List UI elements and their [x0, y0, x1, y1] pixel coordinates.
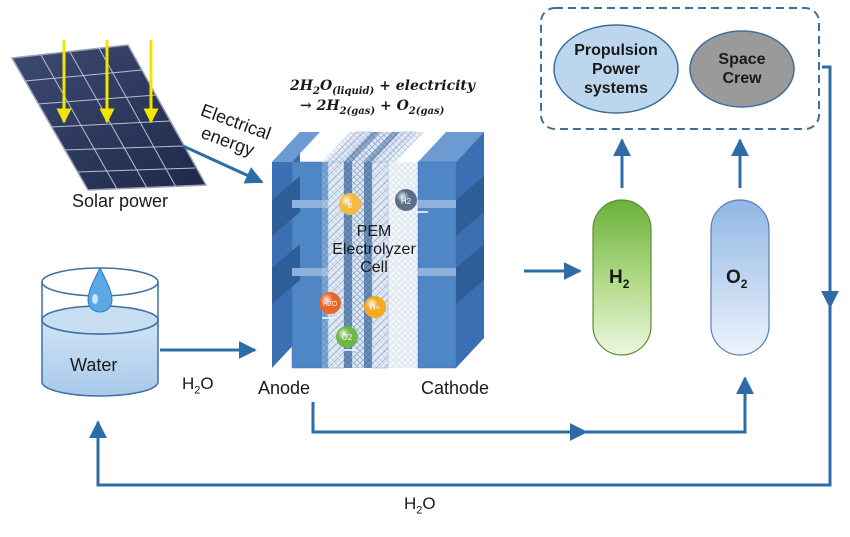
water-label: Water [70, 355, 118, 375]
svg-text:H2O: H2O [323, 301, 338, 308]
svg-text:e: e [347, 200, 352, 210]
oxygen-particle: O2 [336, 326, 358, 348]
reaction-equation-line1: 2H2O(liquid) + electricity [290, 78, 476, 97]
h2-tank-label: H2 [609, 267, 630, 291]
electrolyzer-cell [272, 131, 484, 369]
proton-particle: H+ [364, 296, 386, 318]
flow-arrows [89, 65, 839, 487]
solar-panel [10, 44, 208, 191]
h2-tank [592, 199, 652, 356]
solar-power-label: Solar power [72, 191, 169, 211]
crew-label: Space Crew [692, 50, 792, 88]
crew-line2: Crew [722, 70, 762, 87]
h2o-return-label: H2O [404, 494, 436, 517]
propulsion-line1: Propulsion [574, 42, 658, 59]
h2o-input-label: H2O [182, 374, 214, 397]
cell-label: PEM Electrolyzer Cell [316, 223, 432, 277]
cell-label-line1: PEM [356, 223, 392, 240]
reaction-equation-line2: → 2H2(gas) + O2(gas) [300, 98, 445, 117]
consumers-box [540, 7, 820, 130]
svg-text:H+: H+ [370, 303, 381, 312]
svg-text:O2: O2 [342, 333, 353, 342]
propulsion-label: Propulsion Power systems [556, 41, 676, 98]
o2-tank-label: O2 [726, 267, 748, 291]
propulsion-line3: systems [583, 80, 649, 97]
electron-particle: e [339, 193, 361, 215]
cathode-label: Cathode [421, 378, 490, 398]
svg-text:H2: H2 [401, 197, 412, 206]
o2-tank [710, 199, 770, 356]
crew-ellipse [689, 30, 795, 108]
propulsion-line2: Power [591, 61, 640, 78]
cell-label-line3: Cell [360, 259, 388, 276]
particle-motion-arrows [322, 211, 428, 351]
crew-line1: Space [718, 51, 766, 68]
propulsion-ellipse [553, 24, 679, 114]
water-particle: H2O [319, 292, 341, 314]
hydrogen-particle: H2 [395, 189, 417, 211]
sun-rays [56, 40, 159, 124]
cell-label-line2: Electrolyzer [332, 241, 416, 258]
water-drop-icon [87, 266, 113, 313]
anode-label: Anode [258, 378, 311, 398]
